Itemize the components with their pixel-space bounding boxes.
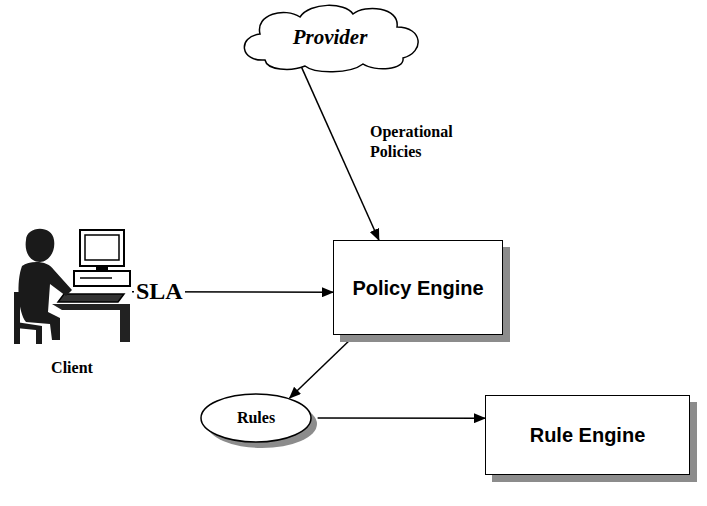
keyboard — [58, 294, 124, 302]
node-text: Client — [51, 359, 93, 377]
rules-ellipse: Rules — [200, 393, 312, 443]
drive-slot — [80, 277, 112, 279]
edge-label: Operational Policies — [368, 122, 477, 162]
node-text: Rules — [237, 409, 275, 427]
process-box: Rule Engine — [485, 395, 690, 475]
chair-seat — [16, 322, 42, 344]
provider-cloud: Provider — [235, 2, 425, 72]
computer-base — [74, 271, 130, 286]
chair — [14, 292, 20, 344]
ellipse-shape — [201, 394, 311, 442]
arrow-connector — [290, 335, 356, 398]
screen — [85, 235, 119, 260]
client-figure: Client — [12, 222, 132, 377]
arrow-connector — [318, 417, 485, 419]
desk — [52, 304, 130, 342]
head — [26, 229, 55, 262]
node-text: Policy Engine — [352, 275, 483, 301]
computer-user-illustration — [12, 222, 132, 347]
node-text: Provider — [293, 25, 368, 50]
monitor — [80, 230, 124, 266]
node-text: Rule Engine — [530, 422, 646, 448]
cloud-shape — [244, 5, 418, 71]
edge-label: SLA — [134, 278, 185, 305]
process-box: Policy Engine — [333, 240, 503, 335]
